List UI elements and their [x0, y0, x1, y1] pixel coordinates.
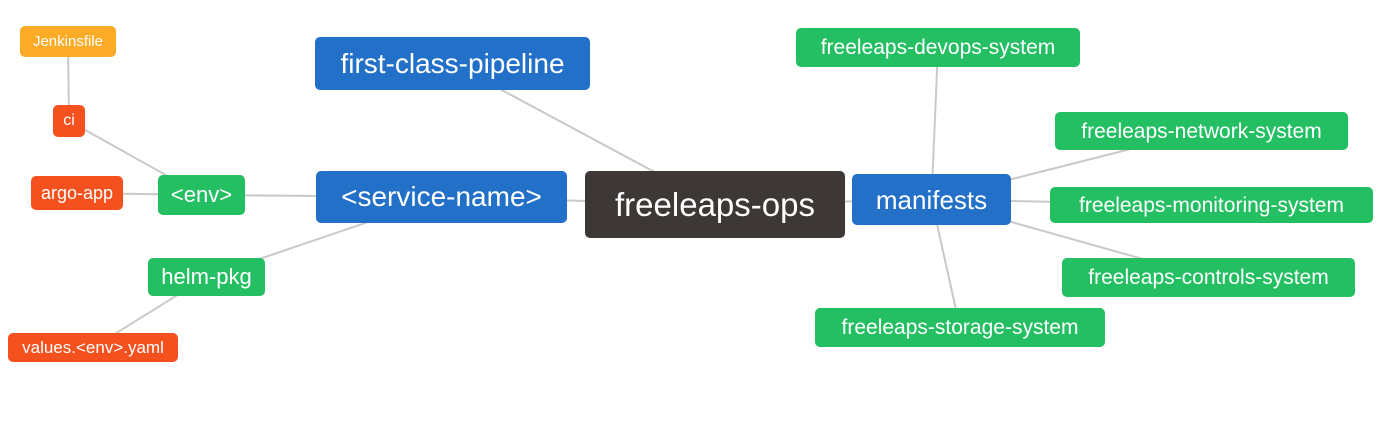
node-service-name[interactable]: <service-name>: [316, 171, 567, 223]
node-env[interactable]: <env>: [158, 175, 245, 215]
node-argo-app[interactable]: argo-app: [31, 176, 123, 210]
node-freeleaps-devops-system[interactable]: freeleaps-devops-system: [796, 28, 1080, 67]
node-first-class-pipeline[interactable]: first-class-pipeline: [315, 37, 590, 90]
node-freeleaps-controls-system[interactable]: freeleaps-controls-system: [1062, 258, 1355, 297]
node-jenkinsfile[interactable]: Jenkinsfile: [20, 26, 116, 57]
node-ci[interactable]: ci: [53, 105, 85, 137]
node-freeleaps-monitoring-system[interactable]: freeleaps-monitoring-system: [1050, 187, 1373, 223]
node-manifests[interactable]: manifests: [852, 174, 1011, 225]
node-values-env-yaml[interactable]: values.<env>.yaml: [8, 333, 178, 362]
node-freeleaps-ops[interactable]: freeleaps-ops: [585, 171, 845, 238]
node-freeleaps-storage-system[interactable]: freeleaps-storage-system: [815, 308, 1105, 347]
node-helm-pkg[interactable]: helm-pkg: [148, 258, 265, 296]
node-freeleaps-network-system[interactable]: freeleaps-network-system: [1055, 112, 1348, 150]
